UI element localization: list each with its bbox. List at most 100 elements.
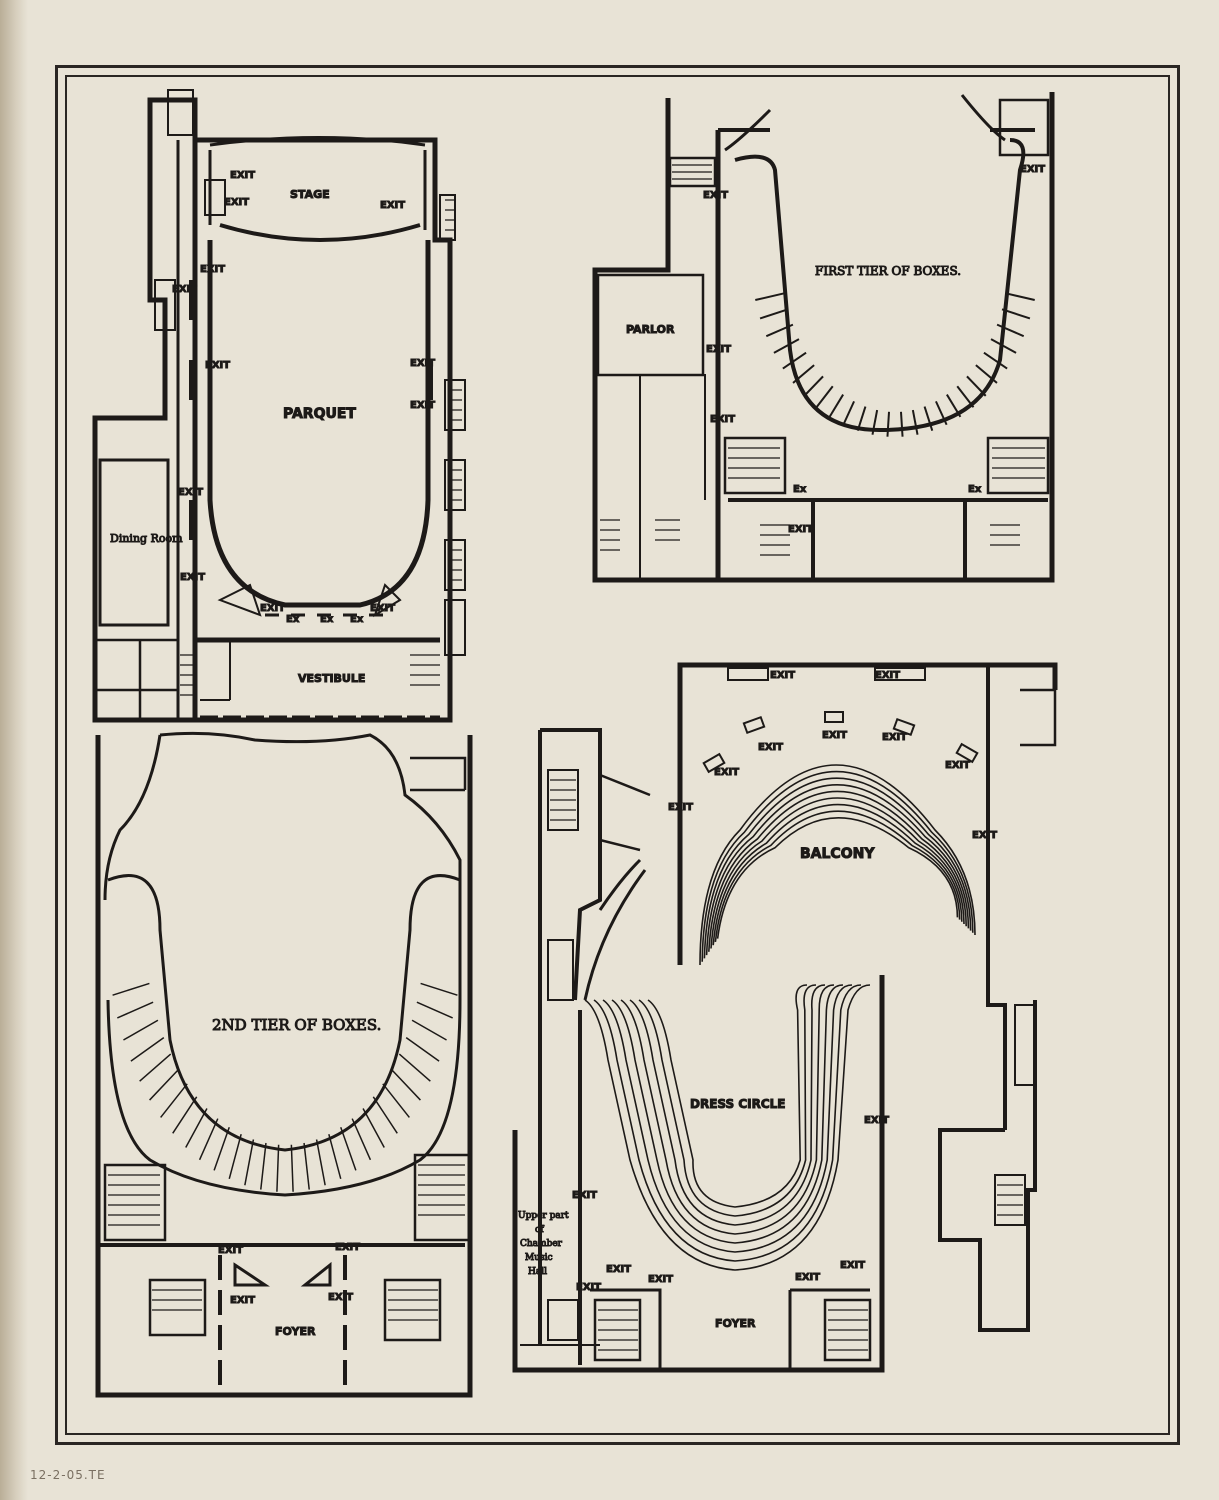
box-divider	[996, 323, 1025, 338]
box-divider	[815, 385, 834, 408]
second-tier-labels: 2ND TIER OF BOXES. FOYER EXIT EXIT EXIT …	[212, 1016, 382, 1339]
box-divider	[1005, 292, 1035, 301]
box-divider	[382, 1083, 410, 1118]
box-divider	[149, 1069, 180, 1101]
seating-row	[611, 984, 844, 1244]
balcony-labels: BALCONY DRESS CIRCLE FOYER Upper part of…	[518, 670, 998, 1331]
ex-label: Ex	[968, 484, 982, 495]
exit-label: EXIT	[795, 1272, 820, 1283]
box-divider	[303, 1142, 310, 1190]
page-frame-outer	[55, 65, 1180, 1445]
box-divider	[112, 982, 150, 996]
exit-label: EXIT	[606, 1264, 631, 1275]
seating-row	[620, 984, 835, 1235]
seating-row	[714, 810, 961, 942]
exit-label: EXIT	[706, 344, 731, 355]
second-tier-plan	[95, 731, 473, 1398]
vestibule-label: VESTIBULE	[298, 672, 365, 685]
second-tier-title: 2ND TIER OF BOXES.	[212, 1016, 381, 1034]
exit-label: EXIT	[758, 742, 783, 753]
exit-label: EXIT	[788, 524, 813, 535]
box-divider	[390, 1069, 421, 1101]
box-divider	[315, 1139, 326, 1186]
dining-label: Dining Room	[110, 532, 183, 545]
exit-label: EXIT	[770, 670, 795, 681]
box-divider	[828, 394, 844, 418]
exit-label: EXIT	[710, 414, 735, 425]
exit-label: EXIT	[972, 830, 997, 841]
exit-label: EXIT	[864, 1115, 889, 1126]
box-divider	[911, 409, 919, 435]
seating-row	[593, 984, 862, 1262]
exit-label: EXIT	[172, 284, 197, 295]
exit-label: EXIT	[205, 360, 230, 371]
exit-label: EXIT	[576, 1282, 601, 1293]
exit-label: EXIT	[178, 487, 203, 498]
box-divider	[185, 1108, 208, 1148]
exit-label: EXIT	[648, 1274, 673, 1285]
exit-label: EXIT	[328, 1292, 353, 1303]
parlor-label: PARLOR	[626, 323, 675, 336]
page-frame-inner	[65, 75, 1170, 1435]
seating-row	[699, 764, 976, 966]
box-divider	[340, 1126, 357, 1171]
exit-label: EXIT	[180, 572, 205, 583]
exit-label: EXIT	[380, 200, 405, 211]
exit-label: EXIT	[822, 730, 847, 741]
foyer-label: FOYER	[275, 1325, 316, 1338]
box-divider	[172, 1096, 198, 1134]
box-divider	[856, 406, 867, 432]
seating-row	[701, 771, 974, 962]
ex-label: Ex	[320, 614, 334, 625]
box-divider	[792, 364, 815, 384]
box-divider	[398, 1053, 431, 1082]
box-divider	[117, 1001, 154, 1019]
dress-circle-title: DRESS CIRCLE	[690, 1097, 785, 1111]
box-divider	[923, 406, 934, 432]
box-divider	[946, 394, 962, 418]
box-divider	[975, 364, 998, 384]
box-divider	[420, 982, 458, 996]
exit-label: EXIT	[703, 190, 728, 201]
box-divider	[1001, 308, 1031, 320]
first-tier-labels: FIRST TIER OF BOXES. PARLOR EXIT EXIT EX…	[626, 164, 1046, 536]
box-divider	[139, 1053, 172, 1082]
box-divider	[411, 1019, 447, 1041]
exit-label: EXIT	[230, 170, 255, 181]
box-divider	[983, 351, 1008, 370]
box-divider	[123, 1019, 159, 1041]
foyer-label: FOYER	[715, 1317, 756, 1330]
box-divider	[956, 385, 975, 408]
binding-edge	[0, 0, 28, 1500]
box-divider	[244, 1139, 255, 1186]
balcony-plan	[512, 662, 1058, 1373]
seating-row	[629, 984, 826, 1226]
box-divider	[765, 323, 794, 338]
parquet-title: PARQUET	[283, 406, 356, 422]
box-divider	[213, 1126, 230, 1171]
exit-label: EXIT	[572, 1190, 597, 1201]
box-divider	[198, 1118, 219, 1161]
ex-label: Ex	[350, 614, 364, 625]
first-tier-plan	[592, 92, 1055, 583]
pencil-note: 12-2-05.TE	[30, 1468, 106, 1482]
exit-label: EXIT	[840, 1260, 865, 1271]
box-divider	[362, 1108, 385, 1148]
balcony-title: BALCONY	[800, 846, 875, 862]
seating-row	[647, 984, 808, 1208]
box-divider	[290, 1144, 294, 1192]
box-divider	[803, 375, 824, 397]
parquet-labels: STAGE PARQUET VESTIBULE Dining Room EXIT…	[110, 170, 436, 686]
box-divider	[328, 1133, 342, 1180]
box-divider	[228, 1133, 242, 1180]
seating-row	[584, 984, 871, 1271]
seating-row	[703, 777, 972, 959]
exit-label: EXIT	[410, 400, 435, 411]
box-divider	[276, 1144, 280, 1192]
exit-label: EXIT	[875, 670, 900, 681]
exit-label: EXIT	[714, 767, 739, 778]
box-divider	[871, 409, 879, 435]
box-divider	[899, 411, 904, 437]
box-divider	[990, 338, 1017, 354]
